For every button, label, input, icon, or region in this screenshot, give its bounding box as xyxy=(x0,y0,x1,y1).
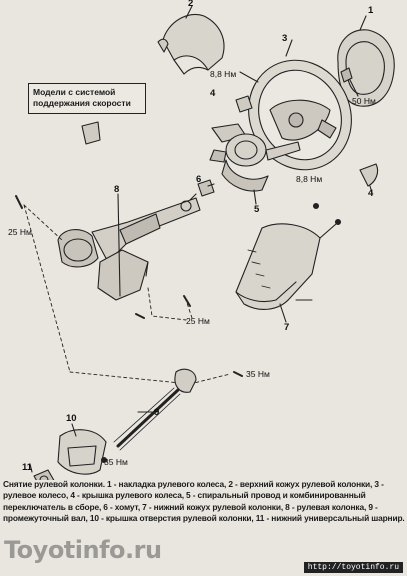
torque-label-35-bottom: 35 Нм xyxy=(104,457,128,467)
lower-universal-joint-part xyxy=(29,463,55,480)
figure-caption: Снятие рулевой колонки. 1 - накладка рул… xyxy=(3,479,405,523)
cruise-control-inset-box: Модели с системой поддержания скорости xyxy=(28,83,146,114)
part-label-2: 2 xyxy=(188,0,193,9)
wheel-cover-right-part xyxy=(359,163,379,194)
inset-title-line1: Модели с системой xyxy=(33,87,116,97)
bolts xyxy=(15,195,243,377)
lower-column-cover-part xyxy=(235,202,342,323)
leader-lines xyxy=(23,204,231,461)
column-hole-cover-part xyxy=(57,423,108,475)
part-label-3: 3 xyxy=(282,33,287,44)
torque-label-25-left: 25 Нм xyxy=(8,227,32,237)
part-label-1: 1 xyxy=(368,5,374,16)
torque-label-35-top: 35 Нм xyxy=(246,369,270,379)
torque-label-50: 50 Нм xyxy=(352,96,376,106)
clamp-part xyxy=(197,179,215,197)
part-label-4-right: 4 xyxy=(368,188,374,199)
part-label-4-left: 4 xyxy=(210,88,216,99)
part-label-7: 7 xyxy=(284,322,289,333)
part-label-8: 8 xyxy=(114,184,119,195)
part-label-5: 5 xyxy=(254,204,260,215)
footer-url: http://toyotinfo.ru xyxy=(303,562,403,573)
torque-label-25-center: 25 Нм xyxy=(186,316,210,326)
steering-column-exploded-diagram: 2 1 3 4 4 8 6 5 7 9 10 11 8,8 Нм 50 Нм 8… xyxy=(8,0,395,480)
steering-wheel-pad-part xyxy=(337,15,395,107)
wheel-cover-left-part xyxy=(235,95,253,113)
part-label-9: 9 xyxy=(154,407,159,418)
part-label-11: 11 xyxy=(22,462,33,473)
inset-title-line2: поддержания скорости xyxy=(33,98,131,108)
combination-switch-part xyxy=(209,123,301,205)
torque-label-8-8-bottom: 8,8 Нм xyxy=(296,174,322,184)
steering-wheel-part xyxy=(239,39,352,171)
watermark-logo: Toyotinfo.ru xyxy=(4,536,162,564)
steering-column-part xyxy=(57,193,201,301)
intermediate-shaft-part xyxy=(113,368,197,451)
torque-label-8-8-top: 8,8 Нм xyxy=(210,69,236,79)
wheel-nut-part xyxy=(340,67,359,97)
inset-connector xyxy=(81,121,101,145)
upper-column-cover-part xyxy=(157,5,225,75)
part-label-10: 10 xyxy=(66,413,77,424)
part-label-6: 6 xyxy=(196,174,201,185)
